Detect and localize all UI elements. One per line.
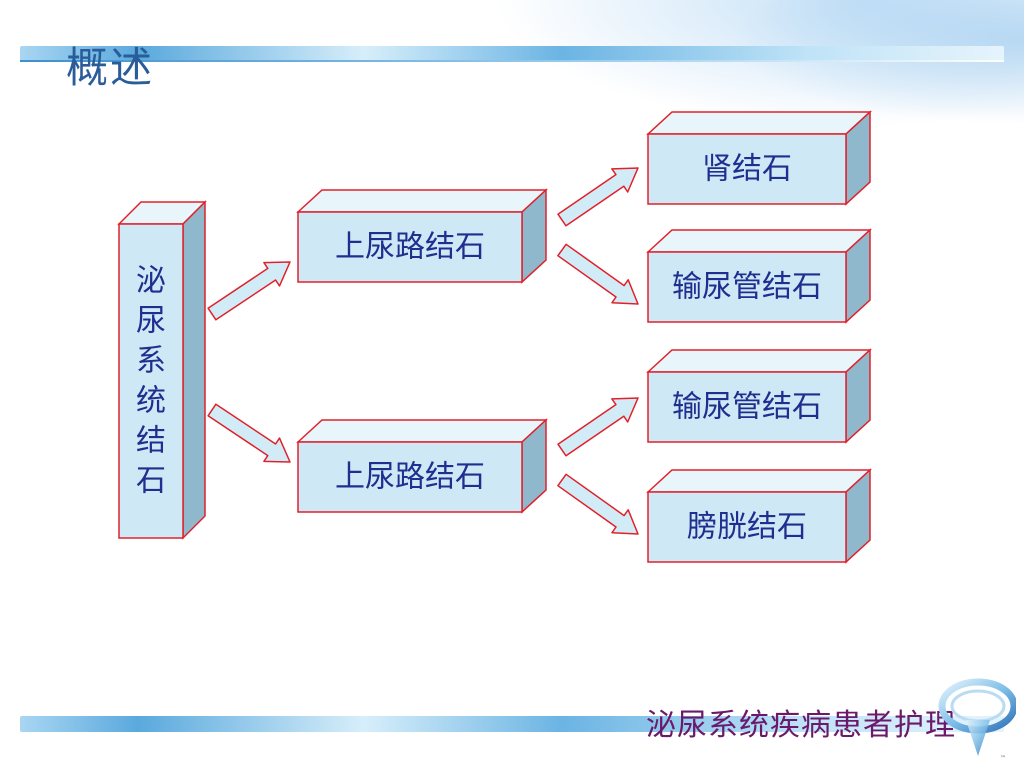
- branch-box-2-front: [297, 441, 523, 513]
- branch-box-1-front: [297, 211, 523, 283]
- root-box-char: 石: [136, 464, 166, 499]
- child-box-2-2-top: [646, 469, 872, 493]
- root-box-side: [182, 200, 206, 540]
- child-box-2-2: 膀胱结石: [646, 468, 872, 564]
- root-box-char: 统: [136, 384, 166, 419]
- logo-icon: ™: [938, 678, 1016, 762]
- child-box-2-1-top: [646, 349, 872, 373]
- child-box-1-2: 输尿管结石: [646, 228, 872, 324]
- child-box-1-1-top: [646, 111, 872, 135]
- root-box-char: 尿: [136, 304, 166, 339]
- footer-band: [20, 716, 1004, 732]
- arrow-root-to-branch-1: [207, 261, 291, 321]
- header-band-line: [20, 60, 1004, 62]
- arrow-branch-1-to-child-1: [557, 167, 639, 227]
- branch-box-2-top: [296, 419, 548, 443]
- child-box-label: 肾结石: [702, 152, 792, 187]
- svg-text:™: ™: [1000, 755, 1006, 762]
- root-box-char: 系: [136, 344, 166, 379]
- branch-box-1-top: [296, 189, 548, 213]
- arrow-root-to-branch-2: [207, 403, 291, 463]
- child-box-label: 输尿管结石: [672, 270, 822, 305]
- child-box-2-1-front: [647, 371, 847, 443]
- child-box-label: 膀胱结石: [687, 510, 807, 545]
- branch-box-label: 上尿路结石: [335, 230, 485, 265]
- root-box-front: [118, 223, 184, 539]
- root-box-char: 结: [136, 424, 166, 459]
- branch-box-2: 上尿路结石: [296, 418, 548, 514]
- arrow-branch-1-to-child-2: [557, 243, 639, 305]
- arrow-branch-2-to-child-1: [557, 397, 639, 457]
- child-box-2-2-front: [647, 491, 847, 563]
- branch-box-label: 上尿路结石: [335, 460, 485, 495]
- slide-title: 概述: [66, 43, 155, 92]
- branch-box-1: 上尿路结石: [296, 188, 548, 284]
- root-box-char: 泌: [136, 264, 166, 299]
- child-box-2-1: 输尿管结石: [646, 348, 872, 444]
- child-box-1-2-top: [646, 229, 872, 253]
- child-box-label: 输尿管结石: [672, 390, 822, 425]
- child-box-1-1: 肾结石: [646, 110, 872, 206]
- child-box-1-2-front: [647, 251, 847, 323]
- footer-title: 泌尿系统疾病患者护理: [646, 708, 956, 743]
- arrow-branch-2-to-child-2: [557, 473, 639, 535]
- child-box-1-1-front: [647, 133, 847, 205]
- header-band: [20, 46, 1004, 62]
